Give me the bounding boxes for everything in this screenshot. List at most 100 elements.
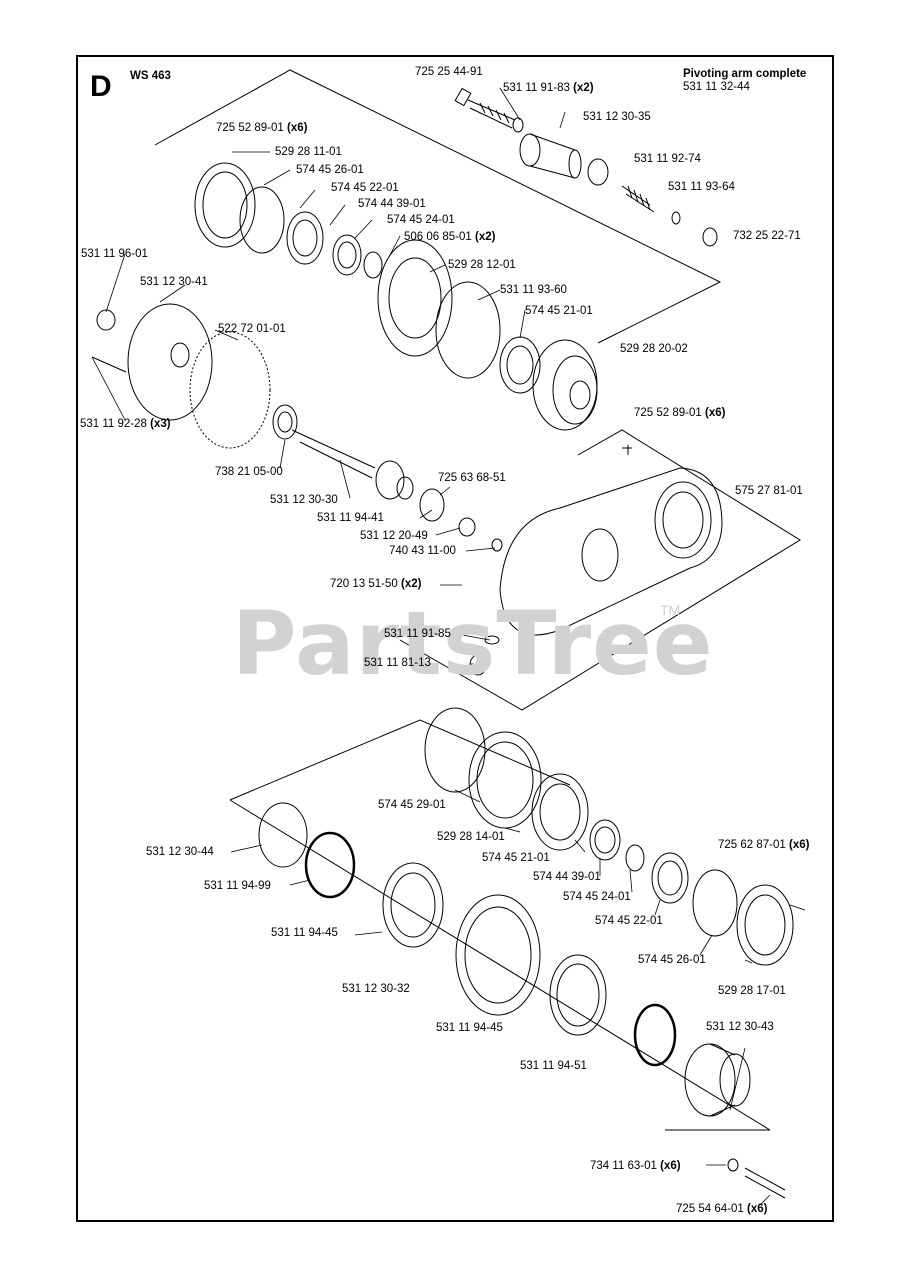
part-label[interactable]: 720 13 51-50 (x2) [330,578,422,590]
part-label[interactable]: 574 45 21-01 [482,852,550,864]
bolt-top [454,87,516,129]
assembly-title: Pivoting arm complete [683,68,807,80]
part-label[interactable]: 531 12 30-30 [270,494,338,506]
part-label[interactable]: 732 25 22-71 [733,230,801,242]
bushing [458,517,476,537]
part-label[interactable]: 574 45 21-01 [525,305,593,317]
part-label[interactable]: 574 44 39-01 [533,871,601,883]
part-label[interactable]: 574 45 24-01 [563,891,631,903]
oring-large [435,281,501,379]
part-label[interactable]: 725 52 89-01 (x6) [216,122,308,134]
part-label[interactable]: 529 28 12-01 [448,259,516,271]
oring-b [304,831,356,899]
part-label[interactable]: 531 11 91-83 (x2) [503,82,594,94]
spring-top [621,185,655,213]
cover-ring [194,162,256,248]
screw-left [91,356,127,373]
part-label[interactable]: 725 52 89-01 (x6) [634,407,726,419]
part-label[interactable]: 734 11 63-01 (x6) [590,1160,681,1172]
seal-small [96,309,116,331]
part-label[interactable]: 531 11 91-85 [384,628,451,640]
shaft-main [291,429,414,500]
part-label[interactable]: 738 21 05-00 [215,466,283,478]
part-label[interactable]: 531 12 30-43 [706,1021,774,1033]
bearing-1 [332,234,362,276]
ring-a [258,802,308,868]
circlip-1 [363,251,383,279]
bearing-2 [499,336,541,394]
gear-ring-b [455,894,541,1016]
oring-small [491,538,503,552]
part-label[interactable]: 574 45 22-01 [595,915,663,927]
part-label[interactable]: 529 28 11-01 [275,146,342,158]
gear-large [532,339,598,431]
washer-mid [671,211,681,225]
part-label[interactable]: 575 27 81-01 [735,485,803,497]
part-label[interactable]: 529 28 20-02 [620,343,688,355]
housing-arm [499,445,723,636]
part-label[interactable]: 531 11 92-74 [634,153,701,165]
group-outline-lower-b [229,799,771,1131]
watermark-tm: TM [660,602,681,618]
part-label[interactable]: 531 11 92-28 (x3) [80,418,171,430]
part-label[interactable]: 725 25 44-91 [415,66,483,78]
ring-gear-1 [377,239,453,357]
part-label[interactable]: 529 28 14-01 [437,831,505,843]
washer-top [512,117,524,133]
oring-l1 [424,707,486,793]
part-label[interactable]: 574 45 24-01 [387,214,455,226]
part-label[interactable]: 531 11 93-64 [668,181,735,193]
part-label[interactable]: 725 62 87-01 (x6) [718,839,810,851]
bolt-bottom [744,1167,786,1199]
nut-top [702,227,718,247]
part-label[interactable]: 529 28 17-01 [718,985,786,997]
part-label[interactable]: 531 11 81-13 [364,657,431,669]
part-label[interactable]: 574 45 29-01 [378,799,446,811]
end-cap [684,1043,751,1117]
bearing-c [549,954,607,1036]
part-label[interactable]: 574 44 39-01 [358,198,426,210]
washer-bottom [727,1158,739,1172]
oring-l2 [692,869,738,937]
part-label[interactable]: 725 63 68-51 [438,472,506,484]
part-label[interactable]: 574 45 26-01 [296,164,364,176]
part-label[interactable]: 531 11 96-01 [81,248,148,260]
diagram-frame [76,55,834,1222]
seal-1 [286,211,324,265]
part-label[interactable]: 531 11 94-99 [204,880,271,892]
part-label[interactable]: 531 11 94-45 [436,1022,503,1034]
part-label[interactable]: 531 11 94-45 [271,927,338,939]
bearing-4 [419,488,445,522]
part-label[interactable]: 531 12 20-49 [360,530,428,542]
bearing-l1 [531,773,589,851]
part-label[interactable]: 531 11 94-41 [317,512,384,524]
group-outline-lower [229,719,571,801]
bearing-b [382,862,444,948]
carrier-plate [127,303,213,421]
part-label[interactable]: 725 54 64-01 (x6) [676,1203,768,1215]
part-label[interactable]: 522 72 01-01 [218,323,286,335]
part-label[interactable]: 531 12 30-32 [342,983,410,995]
spline-hub [519,133,582,179]
part-label[interactable]: 574 45 26-01 [638,954,706,966]
part-label[interactable]: 531 12 30-35 [583,111,651,123]
part-label[interactable]: 506 06 85-01 (x2) [404,231,496,243]
leader-lines [91,87,806,1206]
group-outline-upper [154,69,722,339]
circlip-l [625,844,645,872]
assembly-number: 531 11 32-44 [683,81,750,93]
part-label[interactable]: 531 11 94-51 [520,1060,587,1072]
ring-gear-l [468,731,542,829]
part-label[interactable]: 531 12 30-44 [146,846,214,858]
seal-l [651,852,689,904]
model-label: WS 463 [130,70,171,82]
part-label[interactable]: 531 12 30-41 [140,276,208,288]
bearing-l2 [589,819,621,861]
part-label[interactable]: 574 45 22-01 [331,182,399,194]
group-outline-upper-b [597,337,609,344]
oring-top [587,158,609,186]
part-label[interactable]: 531 11 93-60 [500,284,567,296]
part-label[interactable]: 740 43 11-00 [389,545,456,557]
bearing-3 [272,404,298,440]
